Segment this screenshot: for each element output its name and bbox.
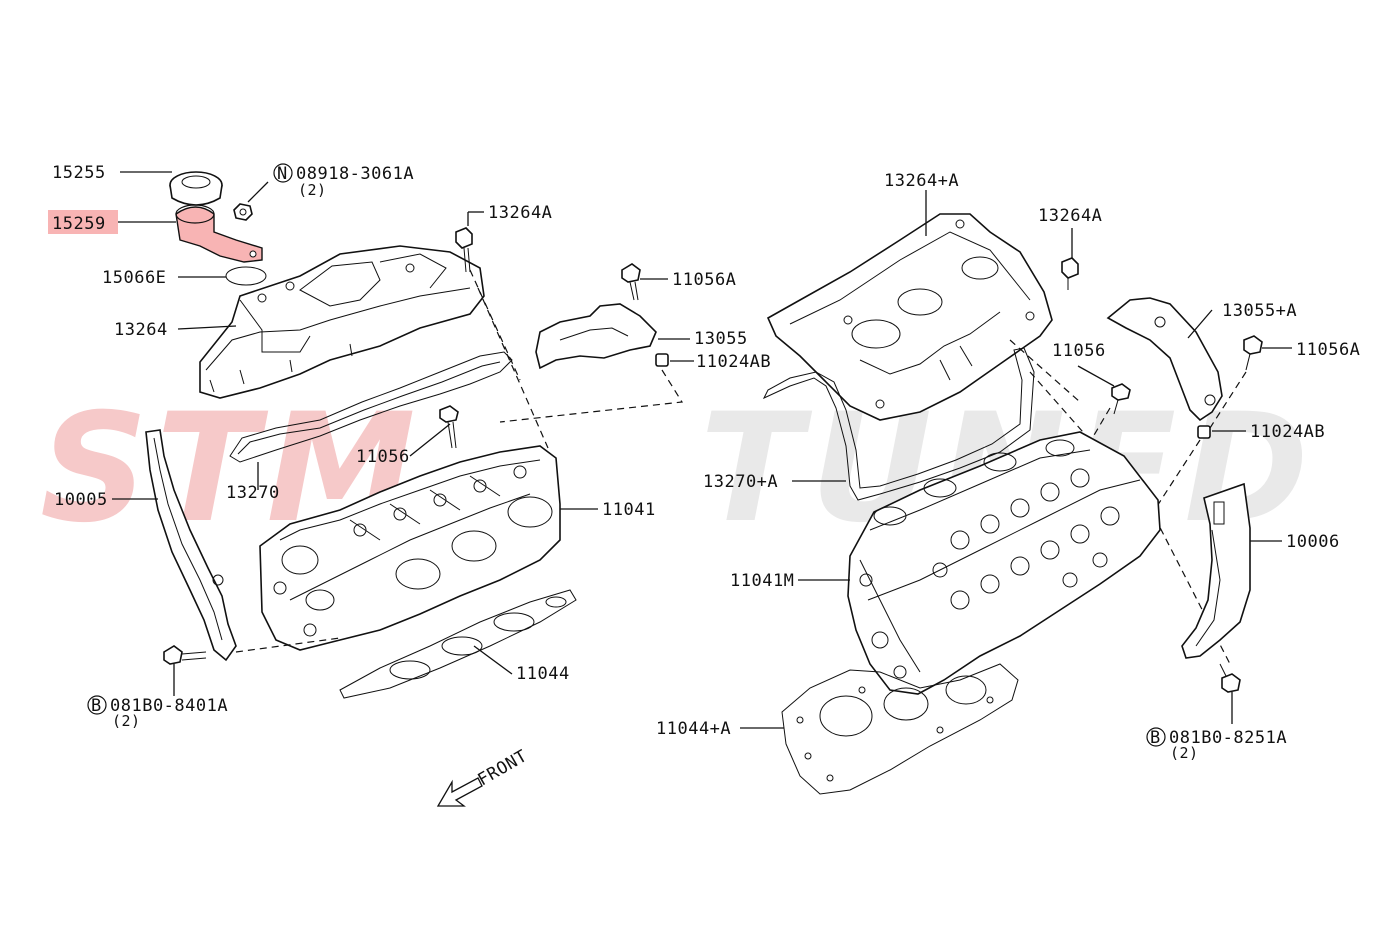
label-11041[interactable]: 11041: [602, 500, 656, 520]
o-ring-drawing: [225, 266, 267, 286]
bolt-11056-left-drawing: [439, 405, 459, 449]
right-cylinder-head-drawing: [847, 431, 1161, 695]
label-11056A-left[interactable]: 11056A: [672, 270, 736, 290]
label-13055-plus-A[interactable]: 13055+A: [1222, 301, 1297, 321]
label-11044[interactable]: 11044: [516, 664, 570, 684]
left-cylinder-head-drawing: [259, 445, 561, 651]
chain-guide-10006-drawing: [1181, 482, 1251, 659]
left-head-gasket-drawing: [339, 589, 577, 699]
label-11041M[interactable]: 11041M: [730, 571, 794, 591]
qty-081B0-8251A: (2): [1170, 744, 1199, 762]
label-081B0-8251A[interactable]: 081B0-8251A: [1169, 728, 1287, 748]
label-15066E[interactable]: 15066E: [102, 268, 166, 288]
left-valve-cover-drawing: [199, 245, 485, 399]
prefix-N: N: [277, 164, 288, 184]
bracket-13055-drawing: [535, 303, 657, 370]
prefix-B-left: B: [91, 696, 102, 716]
collar-11024AB-right-drawing: [1197, 425, 1211, 439]
label-13270-plus-A[interactable]: 13270+A: [703, 472, 778, 492]
chain-guide-10005-drawing: [145, 429, 237, 662]
label-081B0-8401A[interactable]: 081B0-8401A: [110, 696, 228, 716]
qty-081B0-8401A: (2): [112, 712, 141, 730]
left-valve-cover-gasket-drawing: [229, 351, 513, 463]
label-13264A-right[interactable]: 13264A: [1038, 206, 1102, 226]
label-11024AB-left[interactable]: 11024AB: [696, 352, 771, 372]
label-13055[interactable]: 13055: [694, 329, 748, 349]
collar-11024AB-left-drawing: [655, 353, 669, 367]
bolt-11056A-right-drawing: [1243, 335, 1263, 371]
right-valve-cover-drawing: [766, 213, 1053, 421]
bolt-11056-right-drawing: [1111, 383, 1131, 415]
nut-drawing: [233, 203, 253, 221]
label-11056A-right[interactable]: 11056A: [1296, 340, 1360, 360]
front-label: FRONT: [475, 746, 531, 790]
label-11044-plus-A[interactable]: 11044+A: [656, 719, 731, 739]
bracket-13055-plus-A-drawing: [1106, 297, 1223, 422]
label-13270[interactable]: 13270: [226, 483, 280, 503]
right-valve-cover-gasket-drawing: [762, 347, 1035, 501]
label-10005[interactable]: 10005: [54, 490, 108, 510]
bolt-11056A-left-drawing: [621, 263, 641, 301]
label-11056-right[interactable]: 11056: [1052, 341, 1106, 361]
oil-filler-cap-drawing: [169, 171, 223, 206]
bolt-13264A-left-drawing: [455, 227, 473, 273]
label-11024AB-right[interactable]: 11024AB: [1250, 422, 1325, 442]
bolt-081B0-8251A-drawing: [1219, 663, 1241, 693]
label-08918-3061A[interactable]: 08918-3061A: [296, 164, 414, 184]
label-13264A-left[interactable]: 13264A: [488, 203, 552, 223]
prefix-B-right: B: [1150, 728, 1161, 748]
label-11056-left[interactable]: 11056: [356, 447, 410, 467]
oil-filler-neck-drawing: [175, 204, 263, 263]
right-head-gasket-drawing: [781, 663, 1019, 795]
qty-08918-3061A: (2): [298, 181, 327, 199]
label-15259[interactable]: 15259: [52, 214, 106, 234]
label-10006[interactable]: 10006: [1286, 532, 1340, 552]
front-arrow-icon: [436, 777, 483, 807]
label-13264-plus-A[interactable]: 13264+A: [884, 171, 959, 191]
highlight-15259: [48, 210, 118, 234]
bolt-13264A-right-drawing: [1061, 257, 1079, 290]
label-15255[interactable]: 15255: [52, 163, 106, 183]
bolt-081B0-8401A-drawing: [163, 645, 207, 665]
label-13264-left[interactable]: 13264: [114, 320, 168, 340]
